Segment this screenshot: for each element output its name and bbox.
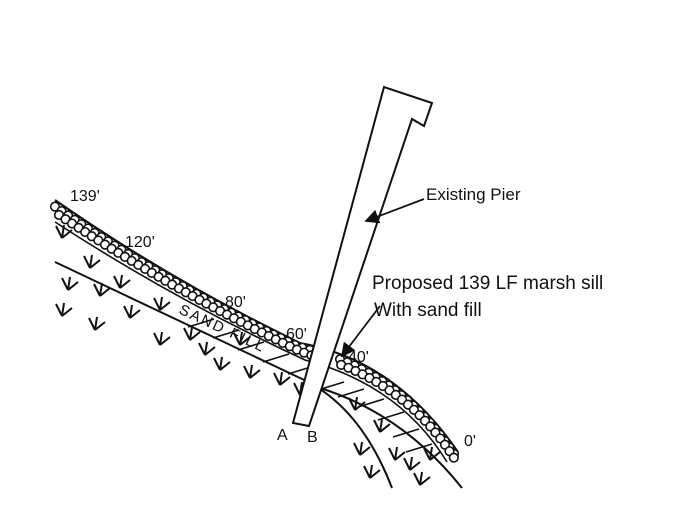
marsh-grass-icon <box>55 302 73 317</box>
pier-leader-line <box>364 198 425 224</box>
marsh-grass-icon <box>243 364 261 379</box>
station-120: 120' <box>125 234 155 251</box>
marsh-grass-icon <box>363 464 381 479</box>
section-label-a: A <box>277 427 288 444</box>
marsh-grass-icon <box>213 356 231 371</box>
sill-label-line2: With sand fill <box>374 300 482 321</box>
station-80: 80' <box>225 294 246 311</box>
marsh-grass-icon <box>83 254 101 269</box>
marsh-grass-icon <box>198 341 216 356</box>
sill-stones <box>49 201 460 463</box>
hatch-line <box>237 341 265 351</box>
marsh-grass-icon <box>113 274 131 289</box>
sand-fill-bottom-line <box>309 384 463 489</box>
marsh-grass-icon <box>388 446 406 461</box>
hatch-line <box>405 443 433 453</box>
marsh-grass-icon <box>233 331 251 346</box>
marsh-grass-icon <box>373 418 391 433</box>
station-0: 0' <box>464 433 476 450</box>
station-60: 60' <box>286 326 307 343</box>
marsh-grass-symbols <box>55 224 441 486</box>
sill-bottom-line <box>54 221 448 463</box>
station-139: 139' <box>70 188 100 205</box>
existing-pier <box>291 85 434 428</box>
hatch-line <box>377 411 405 421</box>
hatch-line <box>262 353 290 363</box>
sill-leader-line <box>340 305 381 358</box>
marsh-grass-icon <box>183 326 201 341</box>
sill-label-line1: Proposed 139 LF marsh sill <box>372 273 603 294</box>
marsh-grass-icon <box>353 441 371 456</box>
marsh-grass-icon <box>61 276 79 291</box>
marsh-grass-icon <box>273 371 291 386</box>
marsh-grass-icon <box>153 331 171 346</box>
marsh-grass-icon <box>403 456 421 471</box>
marsh-grass-icon <box>413 471 431 486</box>
hatch-line <box>187 318 215 328</box>
marsh-grass-icon <box>153 296 171 311</box>
pier-label: Existing Pier <box>426 185 521 204</box>
section-label-b: B <box>307 429 318 446</box>
marsh-grass-icon <box>123 304 141 319</box>
station-40: 40' <box>348 349 369 366</box>
marsh-grass-icon <box>88 316 106 331</box>
sill-stone <box>448 452 459 463</box>
hatch-line <box>212 329 240 339</box>
